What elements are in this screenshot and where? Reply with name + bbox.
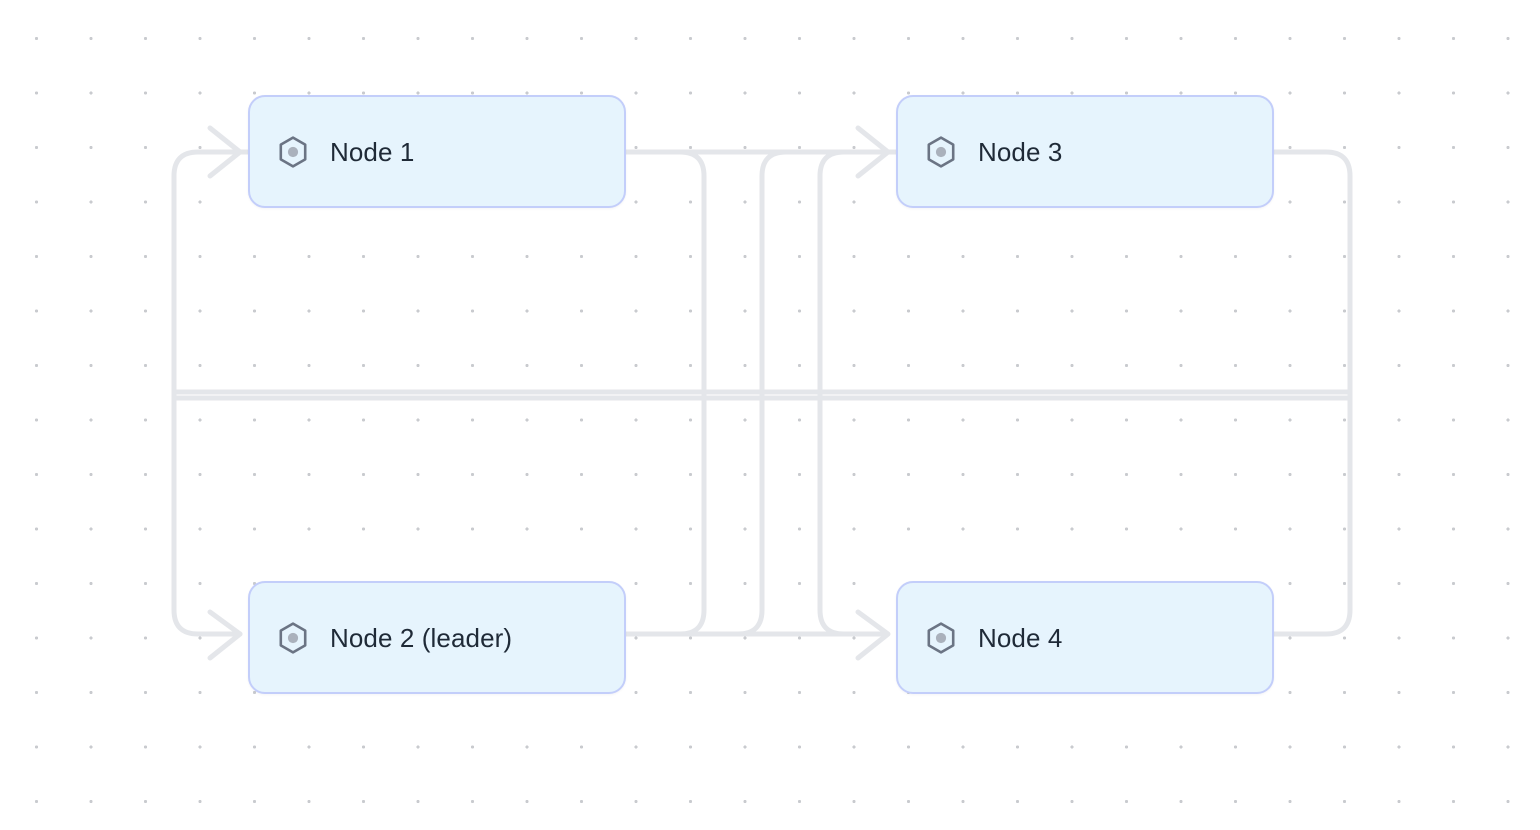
flow-node-node-2[interactable]: Node 2 (leader) [248,581,626,694]
arrowhead-into-node1 [207,125,243,179]
flow-node-node-3[interactable]: Node 3 [896,95,1274,208]
flow-node-label: Node 3 [978,136,1063,167]
hexagon-node-icon [927,621,955,654]
edge-node2-node3-columnB [623,149,889,637]
hexagon-node-icon [279,135,307,168]
hexagon-node-icon [279,621,307,654]
arrowhead-into-node2 [207,609,243,661]
flow-node-node-4[interactable]: Node 4 [896,581,1274,694]
flow-node-label: Node 2 (leader) [330,622,513,653]
flow-node-label: Node 1 [330,136,415,167]
edge-node1-node2-left-loop [171,149,251,637]
edge-node3-node4-right-loop [1271,149,1353,637]
edge-node1-node2-columnA [623,149,707,637]
flow-node-label: Node 4 [978,622,1063,653]
arrowhead-into-node4 [855,609,891,661]
flow-node-node-1[interactable]: Node 1 [248,95,626,208]
hexagon-node-icon [927,135,955,168]
edge-node3-node4-columnC [817,149,899,637]
arrowhead-into-node3 [855,125,891,179]
